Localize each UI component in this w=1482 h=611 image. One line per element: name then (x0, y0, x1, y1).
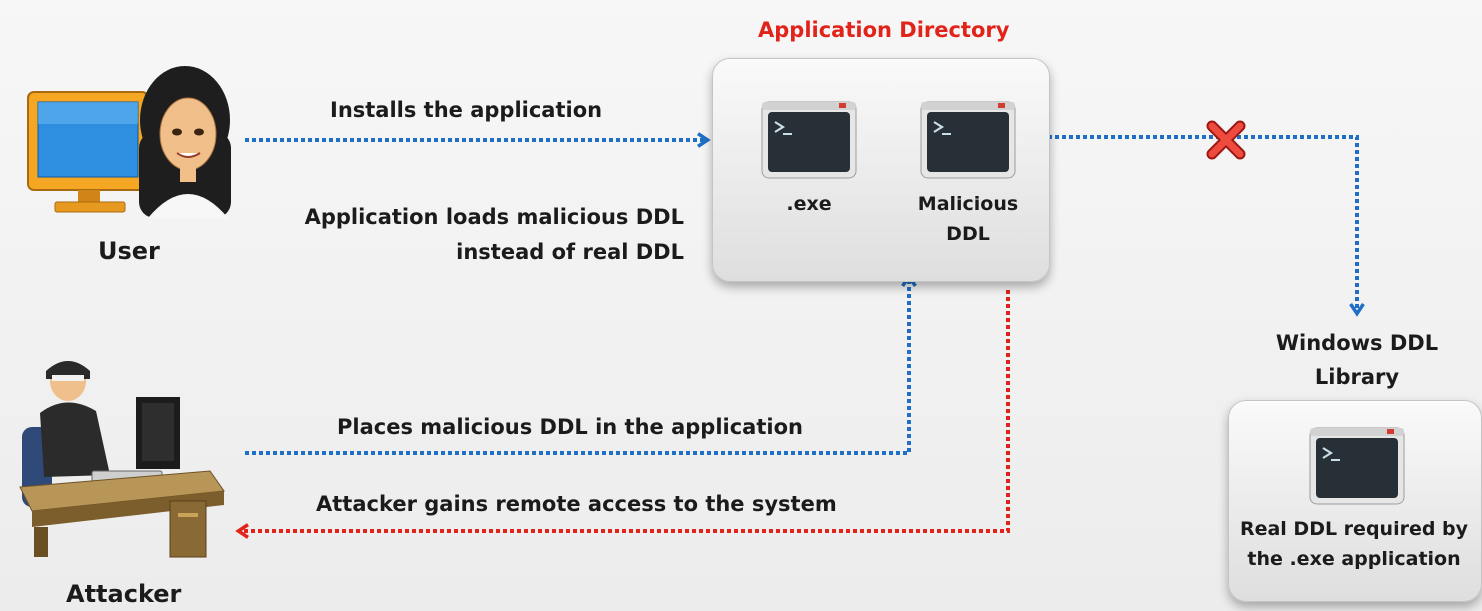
gains-access-label: Attacker gains remote access to the syst… (316, 492, 837, 516)
user-label: User (98, 237, 160, 265)
places-arrow (245, 273, 917, 455)
red-x-icon (1206, 120, 1246, 160)
real-ddl-caption-line1: Real DDL required by (1239, 518, 1469, 540)
loads-label-line2: instead of real DDL (456, 240, 684, 264)
to-windows-library-arrow (1048, 135, 1365, 317)
attacker-computer-icon (19, 361, 225, 558)
places-label: Places malicious DDL in the application (337, 415, 803, 439)
real-ddl-icon (1309, 427, 1405, 505)
malicious-ddl-label-line2: DDL (946, 223, 990, 245)
exe-icon (761, 101, 857, 179)
installs-label: Installs the application (330, 98, 603, 122)
user-computer-icon (27, 66, 231, 218)
exe-label: .exe (786, 193, 832, 215)
attacker-label: Attacker (66, 580, 182, 608)
windows-library-title-line1: Windows DDL (1275, 331, 1439, 355)
gains-access-arrow (235, 290, 1010, 539)
real-ddl-caption-line2: the .exe application (1247, 548, 1461, 570)
app-directory-title: Application Directory (758, 18, 1010, 42)
malicious-ddl-icon (920, 101, 1016, 179)
windows-library-title-line2: Library (1314, 365, 1400, 389)
loads-label-line1: Application loads malicious DDL (304, 205, 684, 229)
malicious-ddl-label-line1: Malicious (917, 193, 1019, 215)
